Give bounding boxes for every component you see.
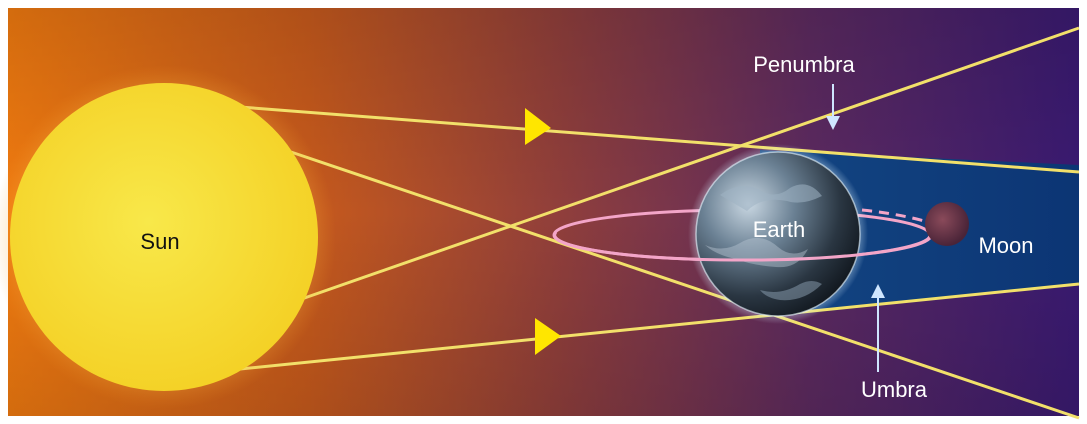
- light-rays: [239, 26, 1080, 420]
- moon-orbit-front: [553, 230, 932, 262]
- penumbra-pointer-arrow-icon: [826, 84, 840, 130]
- moon-icon: [925, 202, 969, 246]
- earth-label: Earth: [753, 217, 806, 242]
- earth-icon: [695, 151, 861, 317]
- ray-bottom-outer: [239, 282, 1080, 371]
- sun-icon: [10, 83, 318, 391]
- penumbra-label: Penumbra: [753, 52, 855, 77]
- ray-top-outer: [239, 105, 1080, 174]
- moon-orbit-dashed: [861, 208, 929, 224]
- ray-arrow-bottom-icon: [535, 318, 561, 355]
- ray-arrow-top-icon: [525, 108, 551, 145]
- umbra-label: Umbra: [861, 377, 928, 402]
- ray-cross-up: [269, 26, 1080, 312]
- ray-cross-down: [284, 148, 1080, 420]
- sun-label: Sun: [140, 229, 179, 254]
- moon-label: Moon: [978, 233, 1033, 258]
- umbra-pointer-arrow-icon: [871, 284, 885, 372]
